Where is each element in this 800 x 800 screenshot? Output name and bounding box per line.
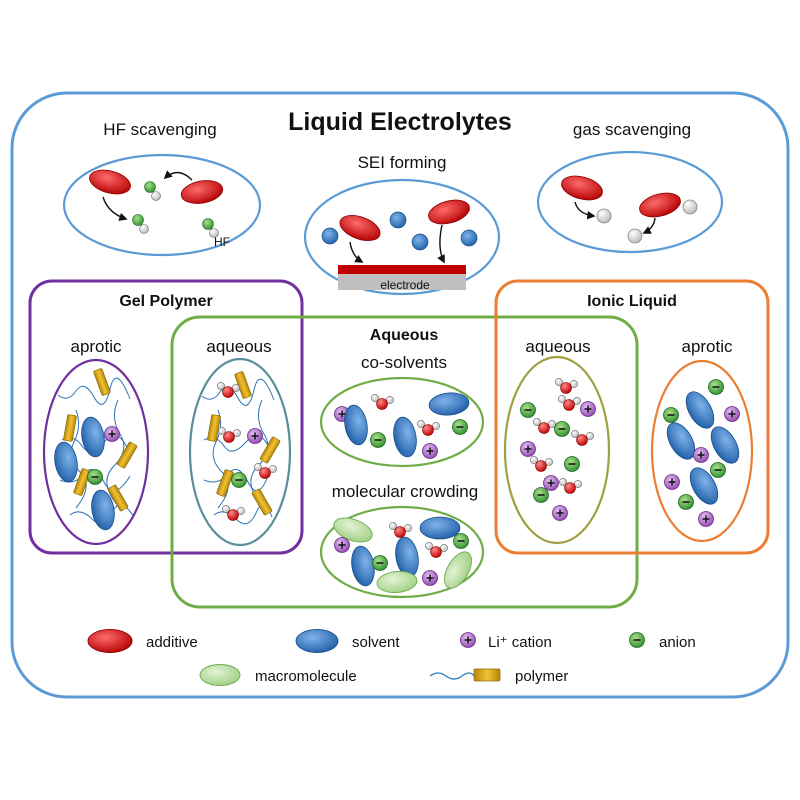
anion [563, 455, 581, 473]
polymer-chain [201, 378, 275, 525]
legend: additive solvent Li⁺ cation anion macrom… [87, 629, 696, 686]
arrow [437, 224, 445, 264]
li-cation [519, 440, 537, 458]
legend-solvent-label: solvent [352, 634, 400, 651]
legend-polymer-swatch [429, 668, 501, 682]
ionic-liquid-title: Ionic Liquid [587, 293, 677, 310]
legend-anion-label: anion [659, 634, 696, 651]
anion [709, 461, 727, 479]
arrow [574, 201, 596, 220]
anion [230, 471, 248, 489]
legend-cation-swatch [459, 631, 477, 649]
arrow [102, 196, 128, 221]
legend-macromolecule-label: macromolecule [255, 668, 357, 685]
co-solvents-label: co-solvents [361, 353, 447, 372]
gel-aqueous-label: aqueous [206, 337, 271, 356]
anion [86, 468, 104, 486]
anion [677, 493, 695, 511]
liquid-electrolytes-frame [10, 91, 790, 699]
molecular-crowding-label: molecular crowding [332, 482, 478, 501]
arrow [349, 241, 364, 263]
electrode-label: electrode [380, 278, 430, 292]
anion [371, 554, 389, 572]
ionic-aqueous-label: aqueous [525, 337, 590, 356]
gas-molecule [596, 208, 612, 224]
hf-scavenging-panel: HF scavenging HF [62, 120, 262, 257]
li-cation [723, 405, 741, 423]
main-title: Liquid Electrolytes [288, 108, 512, 136]
anion [662, 406, 680, 424]
sei-forming-panel: SEI forming electrode [303, 153, 501, 296]
anion [369, 431, 387, 449]
electrode-surface [338, 265, 466, 274]
co-solvents-panel: co-solvents [319, 353, 485, 468]
gas-scavenging-label: gas scavenging [573, 120, 691, 139]
solvent-molecule [419, 516, 461, 540]
aqueous-box [170, 315, 639, 609]
legend-cation-label: Li⁺ cation [488, 634, 552, 651]
li-cation [697, 510, 715, 528]
li-cation [421, 569, 439, 587]
gel-aprotic-panel: aprotic [42, 337, 150, 546]
anion [451, 418, 469, 436]
molecular-crowding-panel: molecular crowding [319, 482, 485, 599]
li-cation [692, 446, 710, 464]
anion [519, 401, 537, 419]
li-cation [421, 442, 439, 460]
legend-anion-swatch [628, 631, 646, 649]
anion [553, 420, 571, 438]
hf-label: HF [214, 235, 230, 249]
anion [452, 532, 470, 550]
legend-additive-swatch [87, 629, 133, 653]
gel-aprotic-label: aprotic [70, 337, 122, 356]
legend-additive-label: additive [146, 634, 198, 651]
solvent-molecule [411, 233, 429, 251]
solvent-molecule [321, 227, 339, 245]
ionic-aprotic-label: aprotic [681, 337, 733, 356]
li-cation [333, 536, 351, 554]
legend-macromolecule-swatch [199, 664, 241, 686]
li-cation [663, 473, 681, 491]
gas-scavenging-panel: gas scavenging [536, 120, 724, 254]
ionic-aqueous-panel: aqueous [503, 337, 611, 545]
solvent-molecule [389, 211, 407, 229]
ionic-aprotic-panel: aprotic [650, 337, 754, 543]
li-cation [103, 425, 121, 443]
arrow [163, 170, 193, 181]
legend-solvent-swatch [295, 629, 339, 653]
gel-polymer-title: Gel Polymer [119, 293, 212, 310]
li-cation [551, 504, 569, 522]
li-cation [246, 427, 264, 445]
hf-scavenging-label: HF scavenging [103, 120, 216, 139]
ionic-liquid-box [494, 279, 770, 555]
gel-aqueous-panel: aqueous [188, 337, 292, 547]
electrode-substrate [338, 274, 466, 290]
li-cation [542, 474, 560, 492]
arrow [642, 217, 656, 234]
hf-scavenging-ellipse [62, 153, 262, 257]
anion [707, 378, 725, 396]
sei-forming-label: SEI forming [358, 153, 447, 172]
legend-polymer-label: polymer [515, 668, 568, 685]
aqueous-title: Aqueous [370, 327, 439, 344]
gas-molecule [682, 199, 698, 215]
anion [532, 486, 550, 504]
solvent-molecule [460, 229, 478, 247]
gel-polymer-box [28, 279, 304, 555]
gas-molecule [627, 228, 643, 244]
li-cation [579, 400, 597, 418]
